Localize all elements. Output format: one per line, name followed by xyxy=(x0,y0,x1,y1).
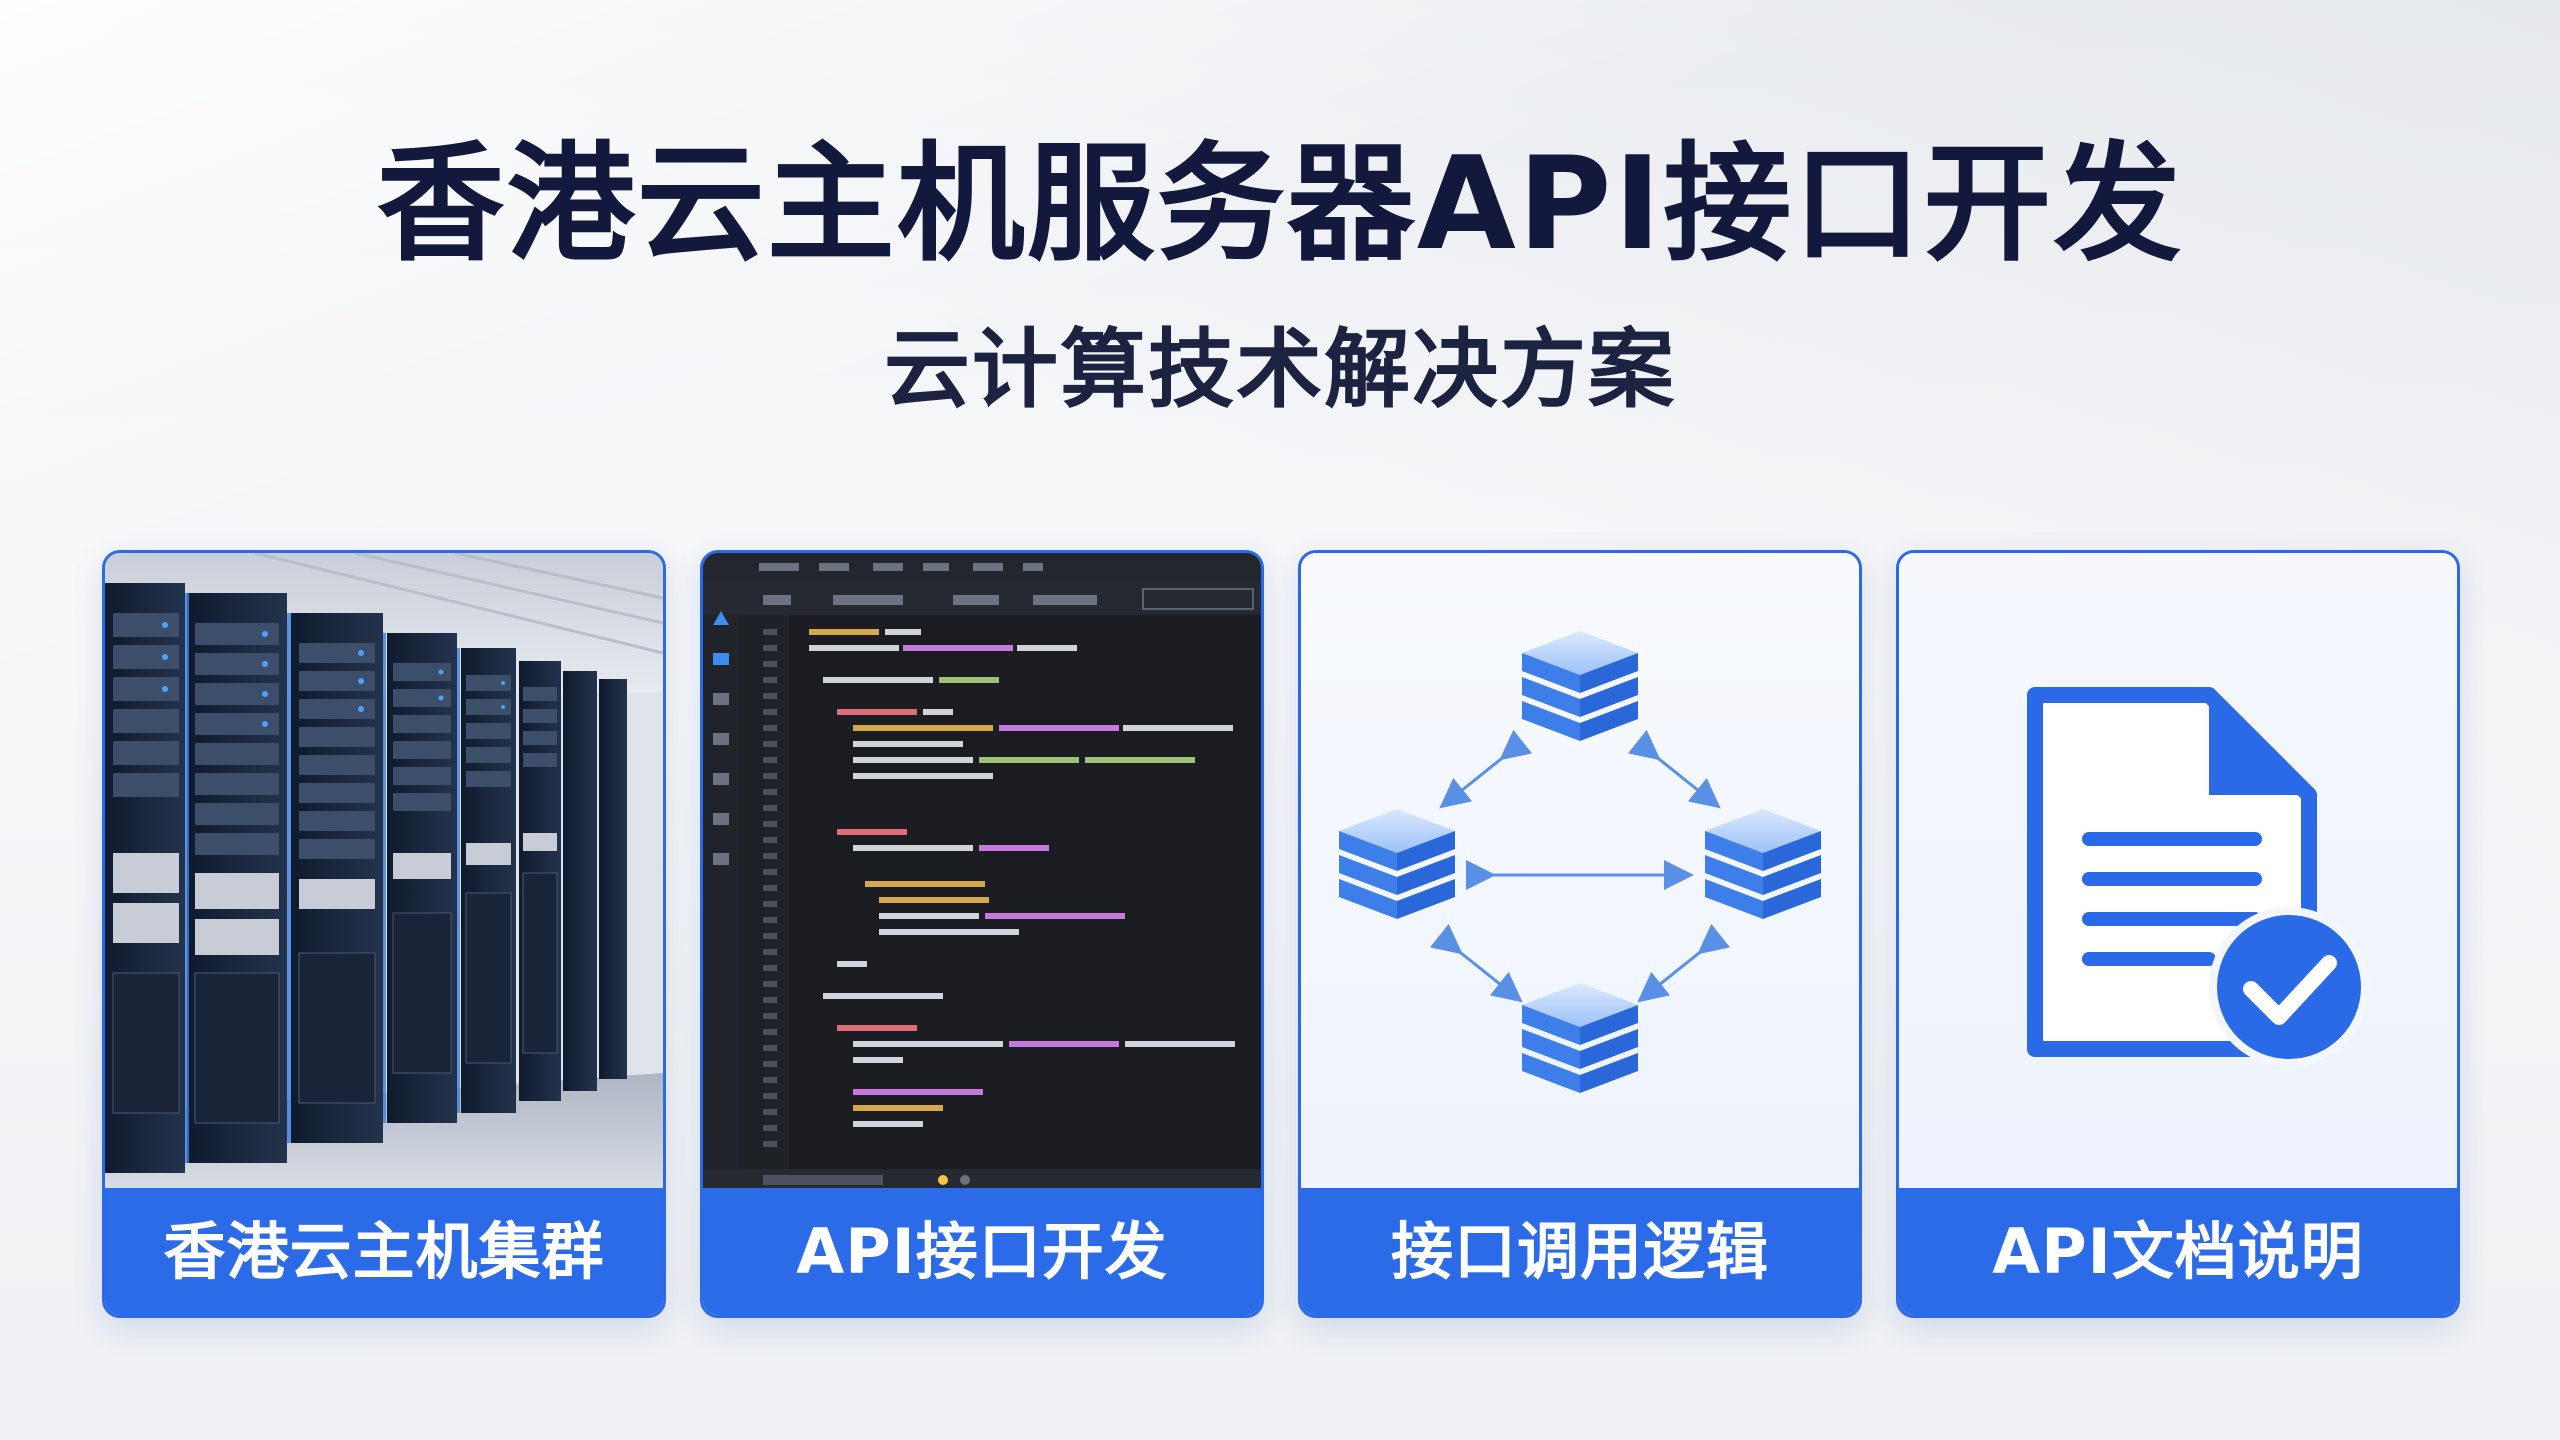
card-interface-logic[interactable]: 接口调用逻辑 xyxy=(1298,550,1862,1318)
connected-database-nodes-icon xyxy=(1301,553,1859,1191)
card-api-development[interactable]: API接口开发 xyxy=(700,550,1264,1318)
card-label: 接口调用逻辑 xyxy=(1301,1188,1859,1315)
card-label: API文档说明 xyxy=(1899,1188,2457,1315)
code-editor-icon xyxy=(703,553,1261,1191)
page-subtitle: 云计算技术解决方案 xyxy=(884,320,1676,420)
code-editor-image xyxy=(703,553,1261,1191)
card-label: 香港云主机集群 xyxy=(105,1188,663,1315)
server-rack-icon xyxy=(105,553,663,1191)
card-server-cluster[interactable]: 香港云主机集群 xyxy=(102,550,666,1318)
card-label: API接口开发 xyxy=(703,1188,1261,1315)
document-check-icon xyxy=(1899,553,2457,1191)
page-title: 香港云主机服务器API接口开发 xyxy=(376,130,2184,279)
server-rack-image xyxy=(105,553,663,1191)
card-api-docs[interactable]: API文档说明 xyxy=(1896,550,2460,1318)
